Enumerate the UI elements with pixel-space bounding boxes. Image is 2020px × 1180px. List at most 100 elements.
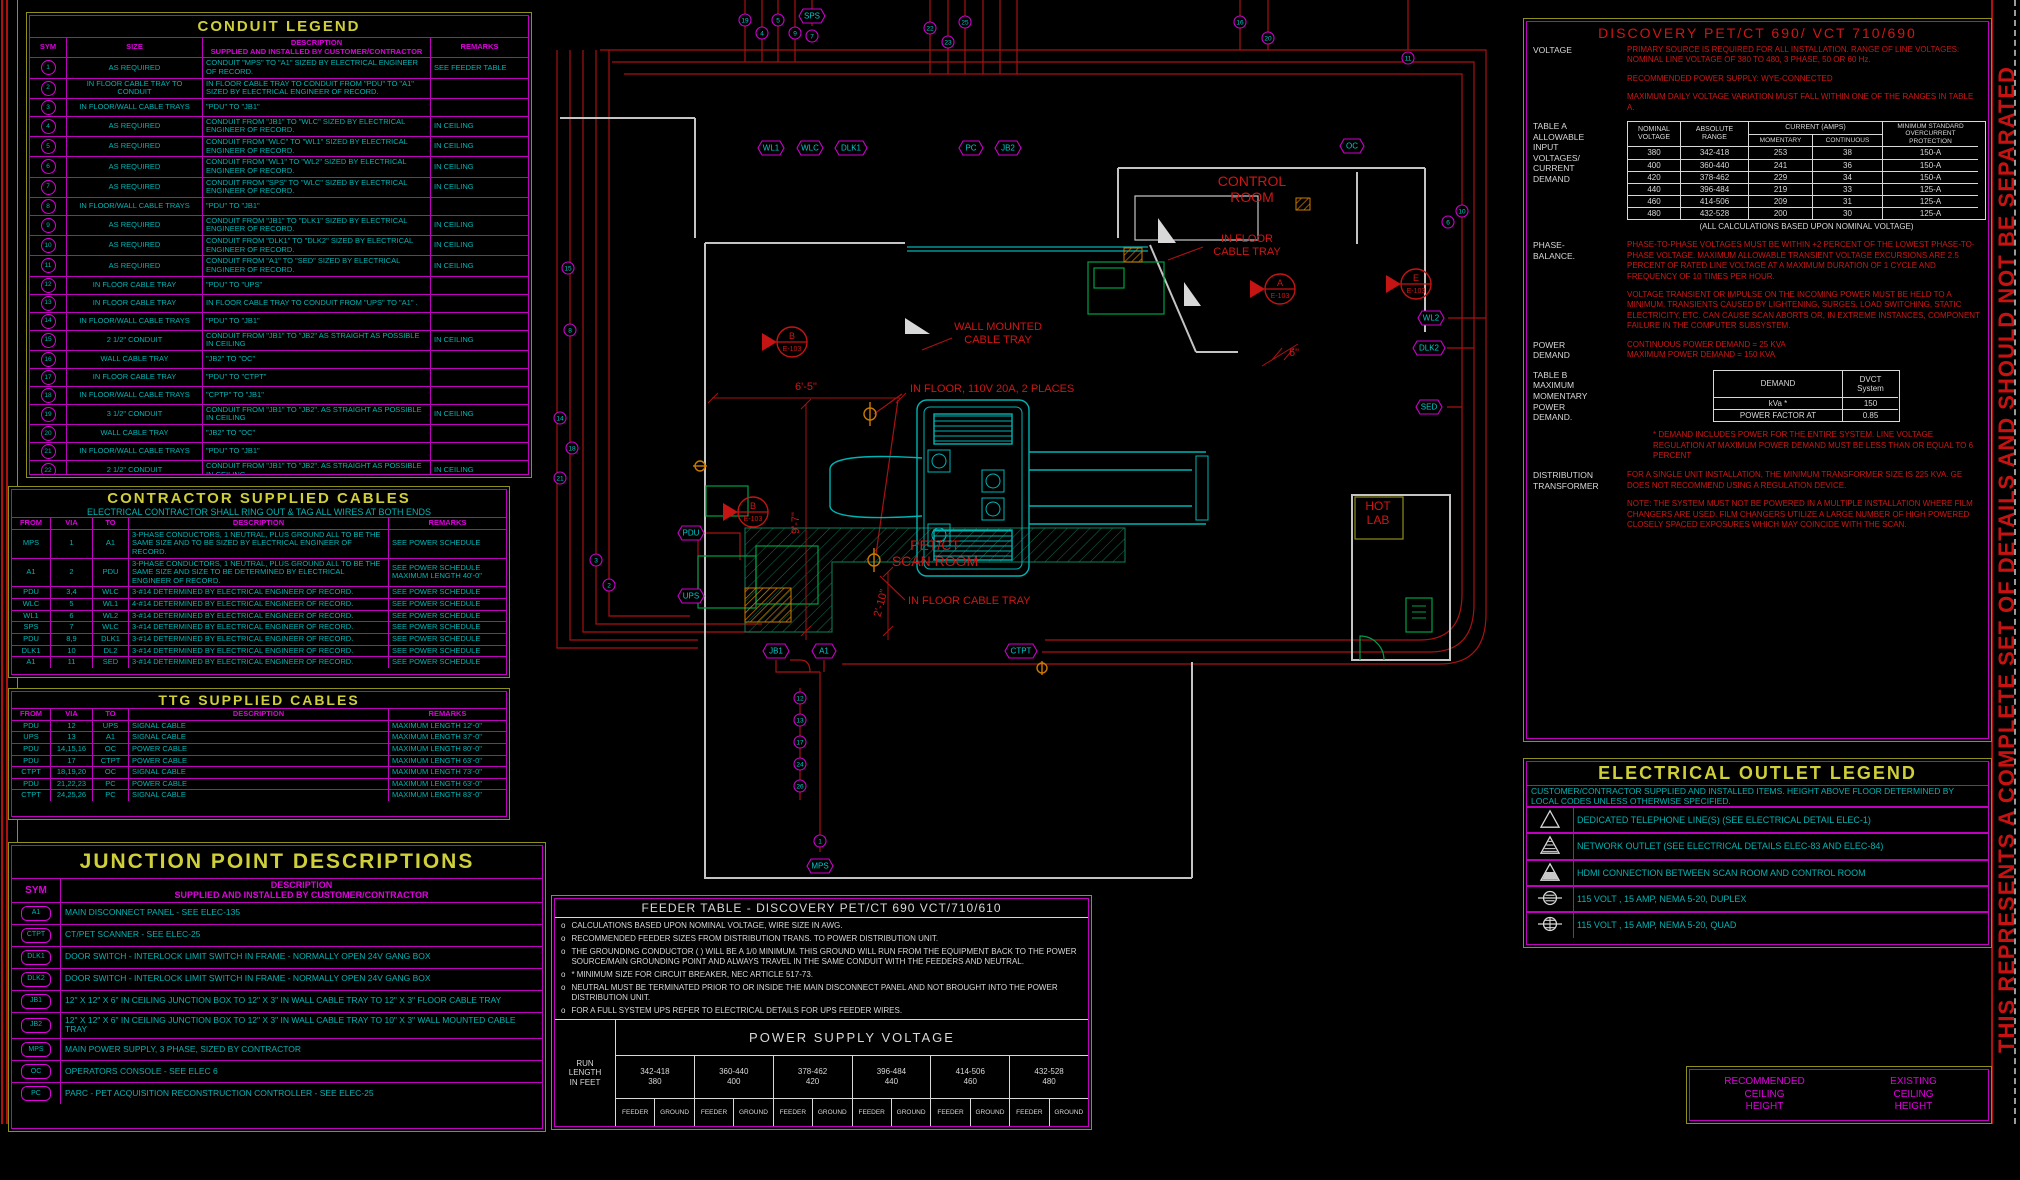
conduit-size-cell: IN FLOOR/WALL CABLE TRAYS (66, 385, 202, 404)
table-a-cell: MINIMUM STANDARD OVERCURRENT PROTECTION (1882, 121, 1978, 147)
outlet-label-cell: HDMI CONNECTION BETWEEN SCAN ROOM AND CO… (1573, 858, 1988, 886)
contractor-via-cell: 8,9 (50, 632, 92, 645)
conduit-desc-cell: CONDUIT FROM "JB1" TO "WLC" SIZED BY ELE… (202, 115, 430, 136)
table-a-cell: 420 (1628, 170, 1680, 183)
svg-text:UPS: UPS (683, 592, 699, 601)
table-a-cell: 150-A (1882, 146, 1978, 159)
feeder-ground-header-cell: FEEDER (615, 1098, 655, 1126)
phase-balance-p2: VOLTAGE TRANSIENT OR IMPULSE ON THE INCO… (1627, 290, 1980, 331)
table-a-cell: 460 (1628, 195, 1680, 207)
junction-sym-cell: MPS (12, 1038, 60, 1060)
conduit-number-badge: 13 (40, 295, 56, 311)
ttg-via-cell: 17 (50, 754, 92, 767)
voltage-p1: PRIMARY SOURCE IS REQUIRED FOR ALL INSTA… (1627, 45, 1960, 65)
conduit-legend-title: CONDUIT LEGEND (197, 18, 361, 35)
table-b-label: TABLE B MAXIMUM MOMENTARY POWER DEMAND. (1533, 369, 1588, 423)
conduit-sym-cell: 21 (30, 442, 66, 460)
conduit-number-badge: 22 (40, 463, 56, 474)
contractor-from-cell: SPS (12, 621, 50, 633)
junction-badge-jb2: JB2 (994, 140, 1022, 156)
ttg-to-cell: PC (92, 777, 128, 790)
contractor-cables-title: CONTRACTOR SUPPLIED CABLES (107, 490, 411, 507)
table-a-cell: 33 (1812, 182, 1882, 196)
svg-text:20: 20 (1264, 35, 1272, 42)
conduit-sym-cell: 7 (30, 176, 66, 197)
svg-text:CTPT: CTPT (1011, 647, 1032, 656)
col-remarks: REMARKS (388, 708, 506, 720)
floorplan-label: 6" (1289, 347, 1299, 359)
conduit-number-badge: 15 (40, 332, 56, 348)
junction-desc-cell: DOOR SWITCH - INTERLOCK LIMIT SWITCH IN … (60, 967, 542, 990)
dist-transformer-p2: NOTE: THE SYSTEM MUST NOT BE POWERED IN … (1627, 499, 1973, 529)
sheet-edge-note: THIS REPRESENTS A COMPLETE SET OF DETAIL… (1994, 66, 2019, 1054)
svg-text:13: 13 (796, 717, 804, 724)
conduit-marker-3: 3 (589, 553, 603, 567)
contractor-to-cell: WL2 (92, 609, 128, 622)
junction-badge-a1: A1 (811, 643, 837, 659)
svg-text:23: 23 (944, 39, 952, 46)
conduit-marker-25: 25 (958, 15, 972, 29)
table-a-cell: 229 (1748, 170, 1812, 183)
table-a-cell: 125-A (1882, 182, 1978, 196)
conduit-remarks-cell (430, 196, 528, 215)
contractor-desc-cell: 3-#14 DETERMINED BY ELECTRICAL ENGINEER … (128, 609, 388, 622)
contractor-via-cell: 3,4 (50, 586, 92, 598)
outlet-row: NETWORK OUTLET (SEE ELECTRICAL DETAILS E… (1527, 832, 1988, 859)
feeder-note-text: THE GROUNDING CONDUCTOR ( ) WILL BE A 1/… (571, 947, 1077, 966)
conduit-remarks-cell: IN CEILING (430, 176, 528, 197)
svg-text:OC: OC (1346, 142, 1358, 151)
orange-floor-boxes (693, 197, 1311, 675)
pet-ct-scanner (829, 399, 1209, 577)
contractor-via-cell: 6 (50, 609, 92, 622)
quad-icon (1538, 914, 1562, 936)
outlet-label-cell: DEDICATED TELEPHONE LINE(S) (SEE ELECTRI… (1573, 806, 1988, 833)
contractor-to-cell: PDU (92, 557, 128, 587)
svg-text:E: E (1413, 273, 1419, 283)
outlet-symbol-cell (1527, 858, 1573, 885)
conduit-remarks-cell: IN CEILING (430, 136, 528, 157)
conduit-sym-cell: 5 (30, 136, 66, 156)
feeder-note-bullet: o (561, 970, 566, 979)
power-demand-p2: MAXIMUM POWER DEMAND = 150 KVA (1627, 350, 1776, 359)
conduit-sym-cell: 3 (30, 97, 66, 116)
junction-badge-wlc: WLC (796, 140, 824, 156)
svg-text:E-103: E-103 (744, 516, 763, 523)
junction-sym-badge: JB1 (21, 993, 51, 1009)
voltage-nominal: 420 (805, 1076, 820, 1086)
svg-text:22: 22 (926, 25, 934, 32)
feeder-ground-header-cell: FEEDER (772, 1098, 813, 1126)
junction-desc-cell: MAIN POWER SUPPLY, 3 PHASE, SIZED BY CON… (60, 1038, 542, 1061)
outlet-row: HDMI CONNECTION BETWEEN SCAN ROOM AND CO… (1527, 858, 1988, 886)
svg-text:SPS: SPS (804, 12, 820, 21)
feeder-ground-header-cell: FEEDER (851, 1098, 891, 1126)
conduit-desc-cell: CONDUIT FROM "DLK1" TO "DLK2" SIZED BY E… (202, 235, 430, 256)
feeder-note-bullet: o (561, 983, 566, 992)
contractor-from-cell: PDU (12, 632, 50, 645)
ttg-desc-cell: POWER CABLE (128, 777, 388, 790)
ttg-desc-cell: POWER CABLE (128, 742, 388, 755)
power-demand-section: POWER DEMAND CONTINUOUS POWER DEMAND = 2… (1529, 340, 1986, 361)
voltage-nominal: 400 (727, 1076, 741, 1086)
contractor-cables-header: FROM VIA TO DESCRIPTION REMARKS (12, 517, 506, 529)
svg-text:DLK2: DLK2 (1419, 344, 1440, 353)
conduit-desc-cell: "PDU" TO "UPS" (202, 275, 430, 294)
table-a-cell: 219 (1748, 182, 1812, 196)
junction-desc-cell: 12" X 12" X 6" IN CEILING JUNCTION BOX T… (60, 1011, 542, 1039)
feeder-ground-header-cell: GROUND (1048, 1098, 1088, 1126)
junction-badge-sed: SED (1415, 399, 1443, 415)
table-a-section: TABLE A ALLOWABLE INPUT VOLTAGES/ CURREN… (1529, 120, 1986, 231)
svg-text:26: 26 (796, 783, 804, 790)
conduit-sym-cell: 12 (30, 275, 66, 294)
conduit-legend-panel: CONDUIT LEGEND SYM SIZE DESCRIPTION SUPP… (26, 12, 532, 478)
